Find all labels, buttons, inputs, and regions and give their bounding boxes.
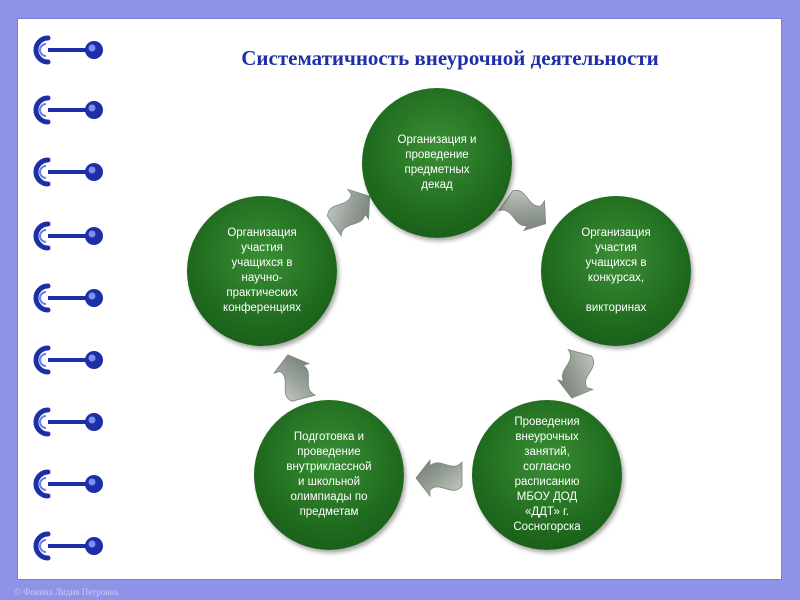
cycle-node-extracurricular-classes: Проведения внеурочных занятий, согласно … [472, 400, 622, 550]
node-label: Проведения внеурочных занятий, согласно … [501, 415, 592, 535]
page-title: Систематичность внеурочной деятельности [180, 46, 720, 71]
spiral-ring-icon [36, 472, 103, 496]
spiral-ring-icon [36, 160, 103, 184]
cycle-arrow-icon [270, 350, 317, 404]
node-label: Подготовка и проведение внутриклассной и… [274, 430, 383, 520]
cycle-node-subject-decades: Организация и проведение предметных дека… [362, 88, 512, 238]
spiral-ring-icon [36, 224, 103, 248]
node-label: Организация участия учащихся в конкурсах… [569, 226, 662, 316]
cycle-node-conferences: Организация участия учащихся в научно- п… [187, 196, 337, 346]
spiral-ring-icon [36, 98, 103, 122]
cycle-node-olympiads: Подготовка и проведение внутриклассной и… [254, 400, 404, 550]
cycle-arrow-icon [416, 460, 462, 496]
spiral-ring-icon [36, 410, 103, 434]
node-label: Организация и проведение предметных дека… [386, 133, 489, 193]
spiral-ring-icon [36, 348, 103, 372]
node-label: Организация участия учащихся в научно- п… [211, 226, 313, 316]
spiral-ring-icon [36, 286, 103, 310]
spiral-ring-icon [36, 534, 103, 558]
cycle-node-contests: Организация участия учащихся в конкурсах… [541, 196, 691, 346]
spiral-ring-icon [36, 38, 103, 62]
cycle-arrow-icon [554, 349, 601, 403]
copyright-text: © Фокина Лидия Петровна [14, 587, 118, 597]
